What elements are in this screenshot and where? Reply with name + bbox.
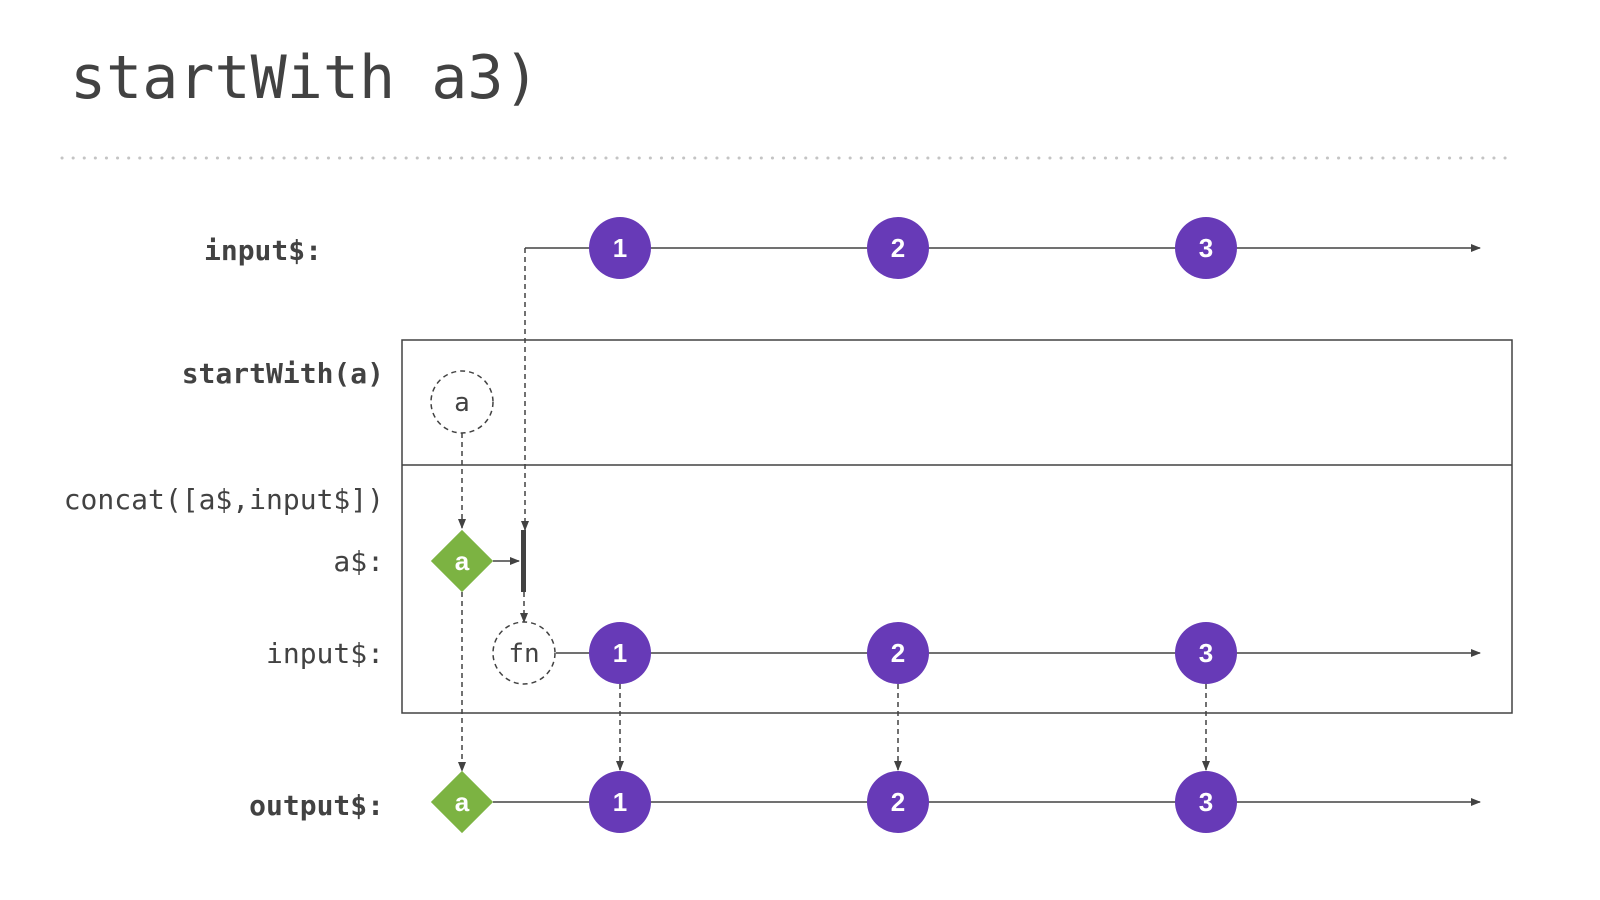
- fn-placeholder-label: fn: [508, 639, 539, 669]
- fn-placeholder: [492, 621, 556, 685]
- svg-text:1: 1: [613, 638, 627, 668]
- a-stream-label: a$:: [333, 545, 384, 578]
- inner-input-event-2: 2: [867, 622, 929, 684]
- svg-text:2: 2: [891, 787, 905, 817]
- a-stream-completion: [521, 530, 526, 592]
- svg-text:3: 3: [1199, 233, 1213, 263]
- input-event-3: 3: [1175, 217, 1237, 279]
- output-diamond: [430, 770, 494, 834]
- svg-text:3: 3: [1199, 787, 1213, 817]
- a-stream-diamond: [430, 529, 494, 593]
- output-event-3: 3: [1175, 771, 1237, 833]
- a-stream-diamond-label: a: [455, 546, 470, 576]
- inner-input-stream-label: input$:: [266, 637, 384, 670]
- output-diamond-label: a: [455, 787, 470, 817]
- output-event-1: 1: [589, 771, 651, 833]
- svg-text:2: 2: [891, 233, 905, 263]
- diagram-title: startWith a3): [70, 43, 540, 113]
- output-event-2: 2: [867, 771, 929, 833]
- inner-input-event-3: 3: [1175, 622, 1237, 684]
- inner-operator-label: concat([a$,input$]): [64, 483, 384, 516]
- input-event-1: 1: [589, 217, 651, 279]
- input-event-2: 2: [867, 217, 929, 279]
- input-stream-label: input$:: [204, 234, 322, 267]
- svg-text:1: 1: [613, 787, 627, 817]
- operator-box: [401, 339, 1513, 714]
- svg-text:2: 2: [891, 638, 905, 668]
- operator-label: startWith(a): [182, 357, 384, 390]
- output-stream-label: output$:: [249, 789, 384, 822]
- svg-text:3: 3: [1199, 638, 1213, 668]
- start-value-placeholder-label: a: [454, 388, 470, 418]
- svg-text:1: 1: [613, 233, 627, 263]
- inner-input-event-1: 1: [589, 622, 651, 684]
